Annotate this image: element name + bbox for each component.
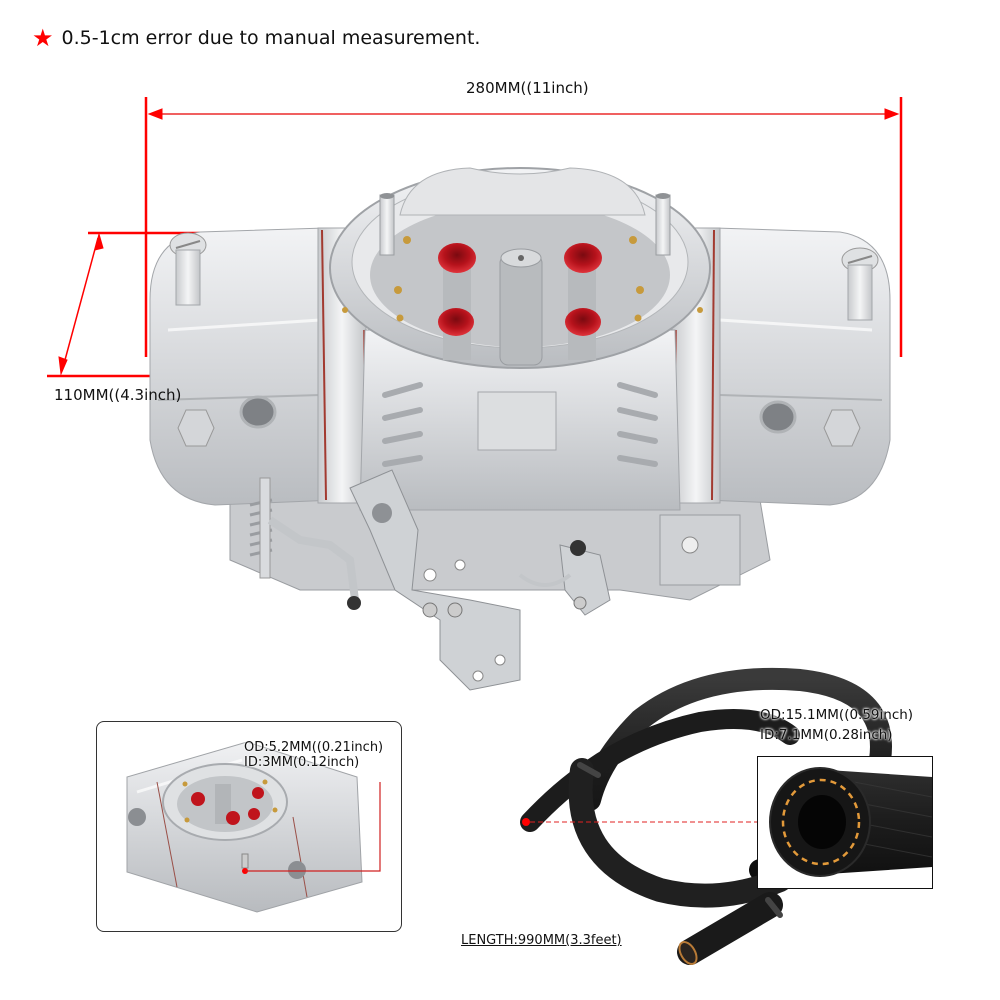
hose-image [520,667,892,965]
carburetor-image [149,167,891,691]
vacuum-port-id-label: ID:3MM(0.12inch) [244,755,360,770]
inset-carburetor-image [126,741,381,913]
vacuum-port-od-label: OD:5.2MM((0.21inch) [244,740,384,755]
callout-dot [522,818,530,826]
star-icon: ★ [32,24,54,52]
hose-id-label: ID:7.1MM(0.28inch) [760,727,893,743]
vacuum-port-inset: OD:5.2MM((0.21inch) ID:3MM(0.12inch) [96,721,402,932]
height-dimension-label: 110MM((4.3inch) [54,386,182,404]
width-dimension [144,97,903,357]
width-dimension-label: 280MM((11inch) [466,79,589,97]
hose-length-label: LENGTH:990MM(3.3feet) [461,933,622,948]
hose-cross-section-inset [757,756,933,889]
hose-od-label: OD:15.1MM((0.59inch) [760,707,914,723]
measurement-note: ★ 0.5-1cm error due to manual measuremen… [32,26,480,50]
hose-cross-section-image [769,767,932,877]
measurement-note-text: 0.5-1cm error due to manual measurement. [61,27,481,49]
